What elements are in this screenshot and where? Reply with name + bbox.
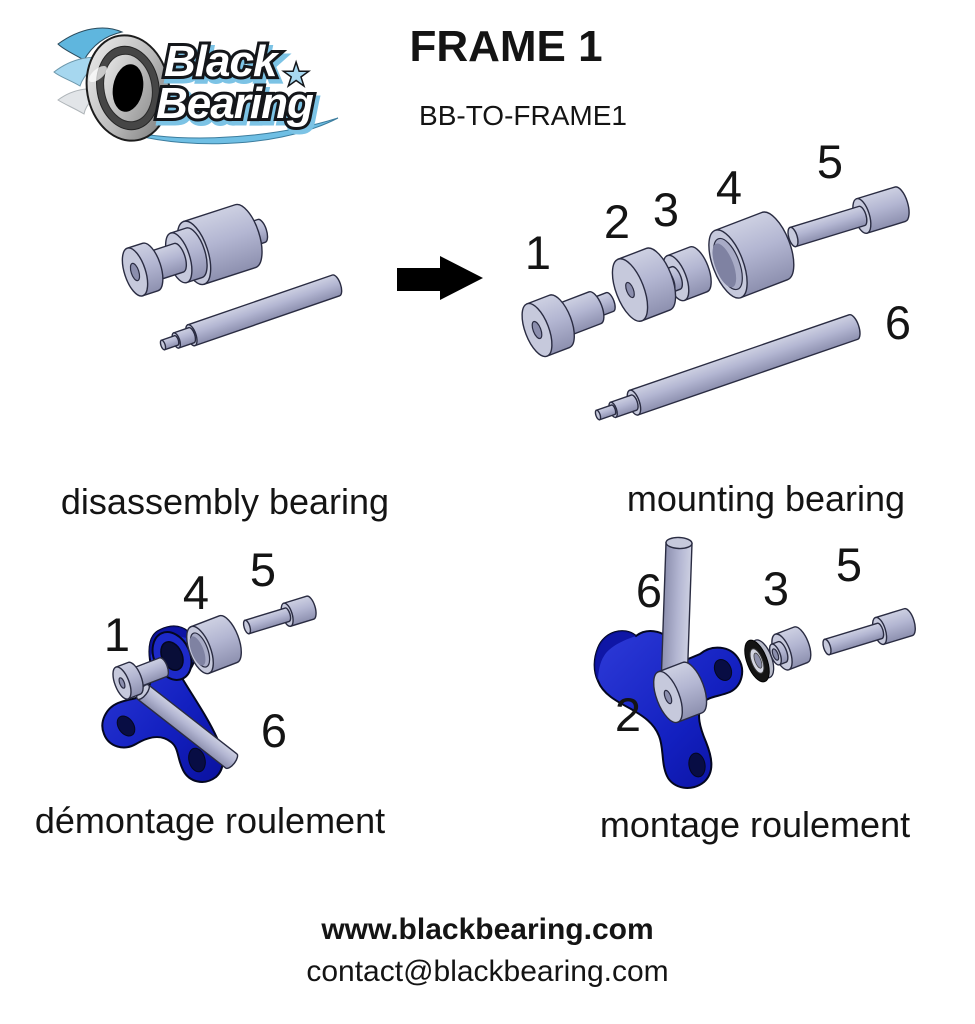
exploded-part-label-6: 6 [885,296,911,349]
frame-link-recess [713,658,733,682]
disassembly-part-1 [112,657,170,700]
exploded-part-label-3: 3 [653,183,679,236]
disassembly-part-5 [242,595,317,635]
disassembly-caption-fr: démontage roulement [34,800,386,841]
mounting-part-2 [652,661,708,724]
disassembly-caption-en: disassembly bearing [60,481,390,522]
exploded-part-6 [594,314,861,421]
exploded-part-4 [708,211,795,299]
mounting-label-6: 6 [636,564,662,617]
exploded-part-2 [611,247,677,322]
page-title: FRAME 1 [409,22,603,71]
transform-arrow-icon [397,256,483,300]
mounting-bearing-part [744,639,775,683]
brand-wordmark: Black Black Bearing Bearing ★ [153,34,321,136]
exploded-part-label-4: 4 [716,161,742,214]
exploded-part-label-2: 2 [604,195,630,248]
mounting-part-3 [768,626,812,671]
disassembly-label-6: 6 [261,704,287,757]
star-icon: ★ [284,60,308,90]
footer-email: contact@blackbearing.com [306,955,669,988]
brand-word2-shadow: Bearing [159,83,317,132]
frame-link-recess [116,715,136,737]
brand-word1-shadow: Black [167,41,283,90]
mounting-label-3: 3 [763,562,789,615]
mounting-caption-en: mounting bearing [626,478,906,519]
mounting-diagram: 6 3 5 2 [593,536,916,789]
frame-link-recess [688,752,706,778]
brand-logo: Black Black Bearing Bearing ★ [53,27,339,145]
mounting-label-2: 2 [615,688,641,741]
assembled-tool-rod [159,274,343,351]
disassembly-part-4 [186,614,242,675]
exploded-part-label-1: 1 [525,226,551,279]
disassembly-label-5: 5 [250,543,276,596]
disassembly-label-4: 4 [183,566,209,619]
footer-website: www.blackbearing.com [321,913,654,946]
frame-link-shading [594,631,636,681]
mounting-label-5: 5 [836,538,862,591]
disassembly-label-1: 1 [104,608,130,661]
exploded-part-1 [521,291,616,358]
bearing-logo-icon [85,34,171,142]
disassembly-diagram: 1 4 5 6 [101,543,317,783]
mounting-part-5 [822,607,916,656]
exploded-view: 1 2 3 4 5 6 [521,135,911,421]
brand-word2: Bearing [156,79,314,128]
exploded-part-5 [787,186,910,248]
assembled-tool [121,203,269,297]
product-code: BB-TO-FRAME1 [419,100,627,131]
exploded-part-label-5: 5 [817,135,843,188]
frame-link-recess [188,747,206,773]
brand-word1: Black [164,37,280,86]
mounting-caption-fr: montage roulement [599,804,911,845]
